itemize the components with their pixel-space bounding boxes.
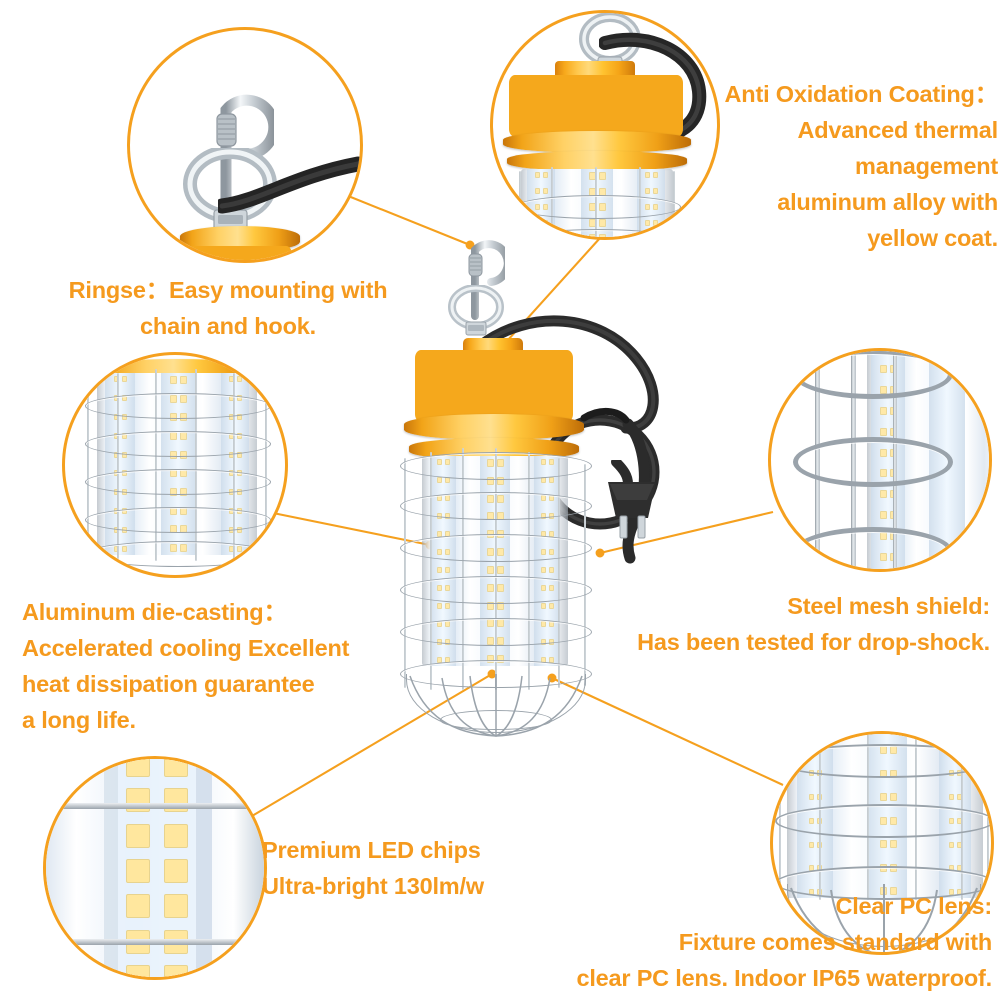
callout-text-anti-oxidation-coating: Anti Oxidation Coating： Advanced thermal… bbox=[724, 81, 999, 251]
stainless-steel-wire-cage bbox=[400, 448, 592, 738]
detail-circle-steel-mesh-shield bbox=[768, 348, 992, 572]
callout-text-steel-mesh-shield: Steel mesh shield: Has been tested for d… bbox=[637, 593, 990, 655]
stainless-eye-ring-icon bbox=[448, 285, 504, 336]
detail-circle-aluminum-die-casting bbox=[62, 352, 288, 578]
detail-circle-anti-oxidation-coating bbox=[490, 10, 720, 240]
callout-text-premium-led-chips: Premium LED chips Ultra-bright 130lm/w bbox=[262, 837, 484, 899]
detail-circle-ringse bbox=[127, 27, 363, 263]
us-nema-plug-icon bbox=[608, 460, 656, 539]
callout-text-ringse: Ringse：Easy mounting with chain and hook… bbox=[68, 277, 388, 339]
detail-circle-premium-led-chips bbox=[43, 756, 267, 980]
detail-circle-clear-pc-lens bbox=[770, 731, 994, 955]
callout-text-clear-pc-lens: Clear PC lens: Fixture comes standard wi… bbox=[576, 893, 992, 991]
yellow-ribbed-aluminum-housing bbox=[360, 190, 700, 490]
callout-text-aluminum-die-casting: Aluminum die-casting： Accelerated coolin… bbox=[22, 599, 350, 733]
product-main-image bbox=[360, 190, 700, 790]
carabiner-snap-hook-icon bbox=[468, 240, 505, 320]
